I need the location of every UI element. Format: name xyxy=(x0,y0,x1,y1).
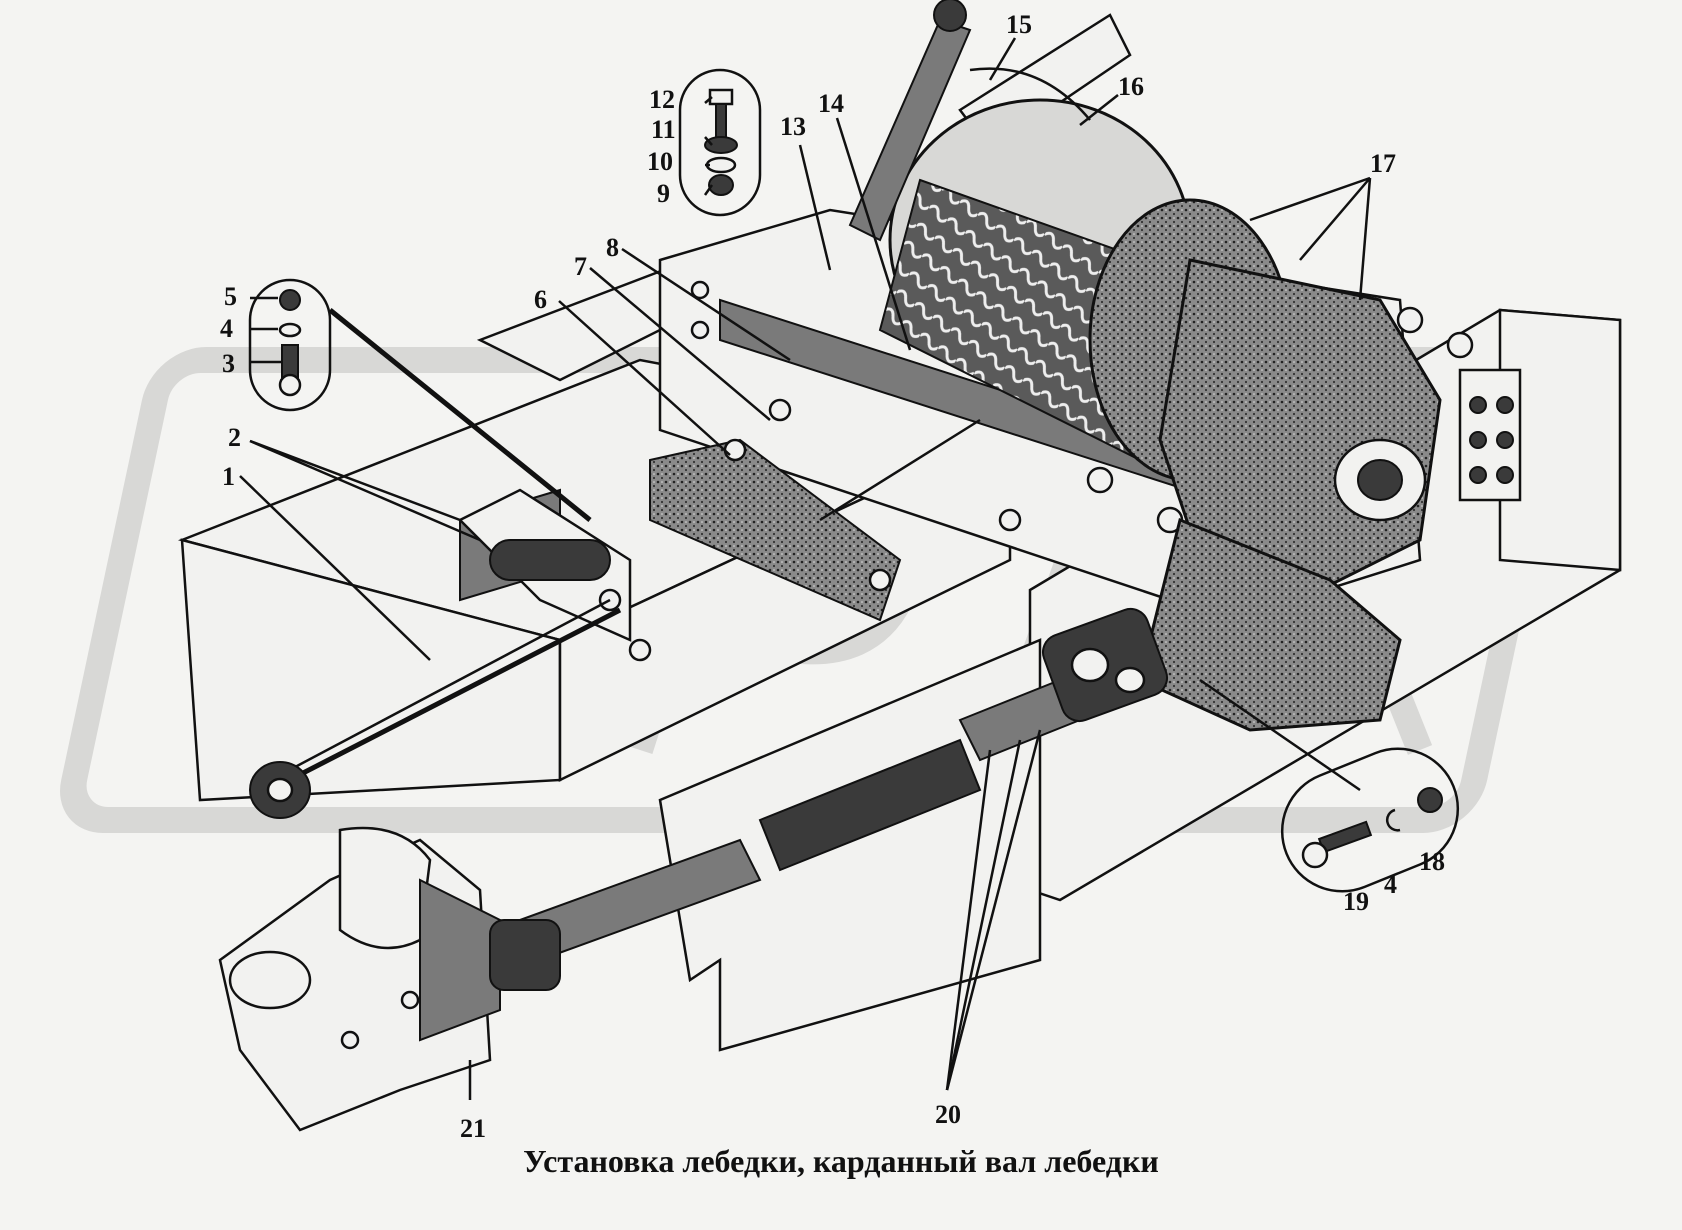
callout-13: 13 xyxy=(780,112,806,141)
callout-11: 11 xyxy=(651,115,676,144)
middle-bracket xyxy=(649,438,902,622)
callout-6: 6 xyxy=(534,285,547,314)
fastener-group-3-5 xyxy=(248,278,332,412)
callout-8: 8 xyxy=(606,233,619,262)
brake-lever xyxy=(848,0,1091,242)
callout-15: 15 xyxy=(1006,10,1032,39)
frame-bracket-right xyxy=(1458,368,1522,502)
callout-9: 9 xyxy=(657,179,670,208)
callout-16: 16 xyxy=(1118,72,1144,101)
callout-5: 5 xyxy=(224,282,237,311)
callout-labels: 1 2 3 4 5 6 7 8 9 10 11 12 13 14 15 16 1… xyxy=(220,10,1445,1143)
callout-2: 2 xyxy=(228,423,241,452)
callout-20: 20 xyxy=(935,1100,961,1129)
diagram-caption: Установка лебедки, карданный вал лебедки xyxy=(523,1143,1159,1179)
callout-3: 3 xyxy=(222,349,235,378)
callout-21: 21 xyxy=(460,1114,486,1143)
front-support-bracket xyxy=(457,488,652,662)
callout-10: 10 xyxy=(647,147,673,176)
callout-14: 14 xyxy=(818,89,844,118)
fastener-group-9-12 xyxy=(678,68,762,217)
cardan-shaft xyxy=(518,607,1169,962)
callout-7: 7 xyxy=(574,252,587,281)
callout-17: 17 xyxy=(1370,149,1396,178)
tie-rod xyxy=(249,598,622,819)
callout-4-lower: 4 xyxy=(1384,870,1397,899)
fastener-group-18-19 xyxy=(1280,747,1460,893)
power-take-off-unit xyxy=(218,826,561,1132)
callout-19: 19 xyxy=(1343,887,1369,916)
leader-lines xyxy=(239,37,1372,1100)
callout-12: 12 xyxy=(649,85,675,114)
callout-18: 18 xyxy=(1419,847,1445,876)
callout-1: 1 xyxy=(222,462,235,491)
winch-gear-housing xyxy=(998,258,1474,602)
cable-clamp-lines xyxy=(328,308,981,522)
callout-4: 4 xyxy=(220,314,233,343)
